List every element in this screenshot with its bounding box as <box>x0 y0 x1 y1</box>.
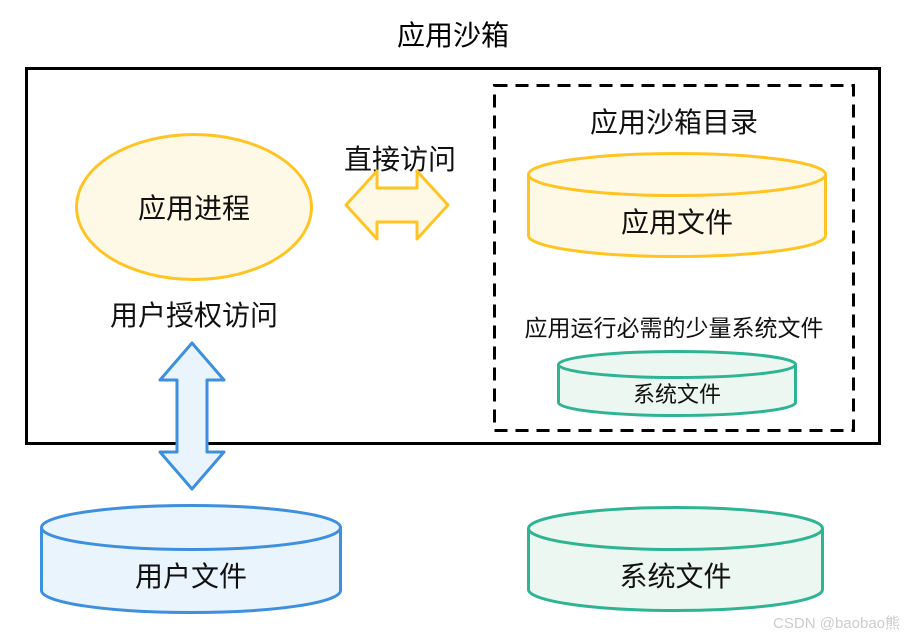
watermark: CSDN @baobao熊 <box>773 615 900 632</box>
direct-access-label: 直接访问 <box>343 144 456 175</box>
sandbox-system-files-label: 系统文件 <box>632 382 721 408</box>
sandbox-directory-box <box>493 84 855 432</box>
user-files-label: 用户文件 <box>134 561 247 593</box>
app-files-label: 应用文件 <box>620 206 733 238</box>
direct-access-double-arrow-icon <box>344 169 450 241</box>
cylinder-shape <box>557 350 797 417</box>
sandbox-directory-border <box>493 84 855 432</box>
direct-access-arrow-shape <box>344 169 450 241</box>
system-files-note-label: 应用运行必需的少量系统文件 <box>524 315 824 341</box>
user-auth-arrow-shape <box>158 341 226 491</box>
sandbox-directory-title: 应用沙箱目录 <box>589 107 758 138</box>
user-auth-access-label: 用户授权访问 <box>109 300 278 331</box>
user-files-cylinder: 用户文件 <box>40 504 342 614</box>
app-files-cylinder: 应用文件 <box>527 152 827 258</box>
diagram-title: 应用沙箱 <box>396 20 509 51</box>
sandbox-system-files-cylinder: 系统文件 <box>557 350 797 417</box>
user-auth-double-arrow-icon <box>158 341 226 491</box>
cylinder-shape <box>527 506 824 612</box>
cylinder-shape <box>527 152 827 258</box>
app-process-label: 应用进程 <box>137 193 250 224</box>
system-files-cylinder: 系统文件 <box>527 506 824 612</box>
cylinder-shape <box>40 504 342 614</box>
app-process-ellipse: 应用进程 <box>75 133 313 281</box>
system-files-label: 系统文件 <box>619 560 732 592</box>
